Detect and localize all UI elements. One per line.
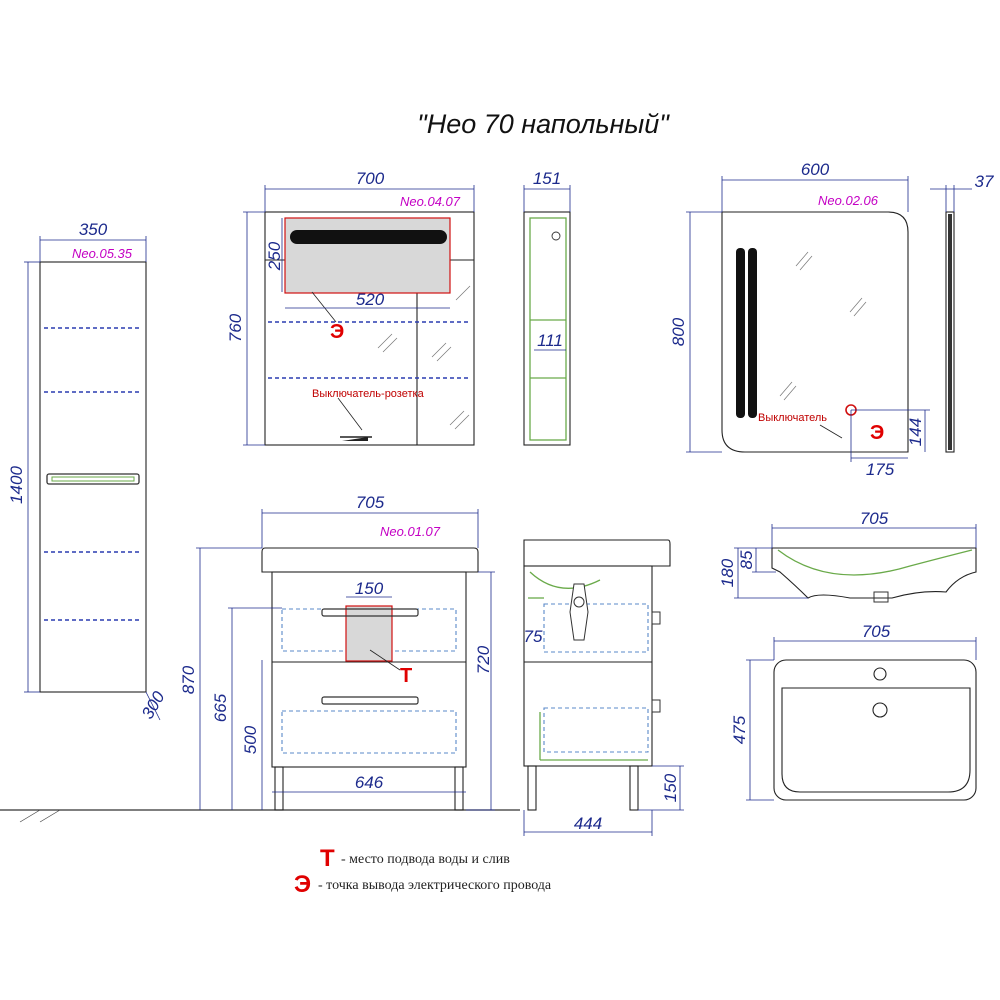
vanity-drawer-handle-2: [321, 696, 419, 705]
tall-cabinet-handle: [46, 473, 140, 485]
mirror-switch-offset-y: 144: [906, 418, 925, 446]
basin-tap-hole-icon: [873, 667, 887, 681]
vanity-drawer-mark-width: 150: [355, 579, 384, 598]
tall-cabinet-depth: 300: [138, 688, 169, 723]
legend-water-mark: Т: [320, 845, 335, 872]
mirror-cabinet-width: 700: [356, 169, 385, 188]
tall-cabinet-code: Neo.05.35: [72, 246, 133, 261]
mirror-cabinet-side: 151 111: [523, 169, 571, 446]
mirror-cabinet-shelf-height: 250: [265, 241, 284, 271]
mirror-electric-mark: Э: [870, 422, 884, 444]
mirror-width: 600: [801, 160, 830, 179]
mirror-cabinet-code: Neo.04.07: [400, 194, 461, 209]
vanity-side-legs: 150: [661, 773, 680, 802]
mirror-cabinet-side-shelf: 111: [537, 331, 563, 350]
mirror-cabinet-side-depth: 151: [533, 169, 561, 188]
drawing-title: "Нео 70 напольный": [417, 109, 670, 139]
vanity-side: 75 150 444: [523, 539, 684, 836]
mirror-light-1: [736, 248, 745, 418]
basin-top-width: 705: [862, 622, 891, 641]
vanity-drawer-handle-1: [321, 608, 419, 617]
mirror-code: Neo.02.06: [818, 193, 879, 208]
legend-electric-text: - точка вывода электрического провода: [318, 878, 552, 893]
legend: Т - место подвода воды и слив Э - точка …: [294, 845, 552, 898]
mirror-front: Выключатель Э 600 Neo.02.06 800 144 175: [669, 160, 930, 479]
basin-side: 705 180 85: [718, 509, 977, 603]
mirror-cabinet-height: 760: [226, 313, 245, 342]
legend-electric-mark: Э: [294, 871, 311, 898]
vanity-side-siphon: 75: [524, 627, 543, 646]
vanity-height-body: 720: [474, 645, 493, 674]
vanity-front: Т 705 Neo.01.07 150 870 665 500 720 646: [179, 493, 495, 811]
mirror-cabinet-socket-label: Выключатель-розетка: [312, 388, 425, 400]
tall-cabinet-height: 1400: [7, 466, 26, 504]
vanity-width: 705: [356, 493, 385, 512]
mirror-height: 800: [669, 317, 688, 346]
vanity-side-depth: 444: [574, 814, 602, 833]
tall-cabinet-width: 350: [79, 220, 108, 239]
vanity-water-mark: Т: [400, 665, 412, 687]
vanity-level-665: 665: [211, 693, 230, 722]
mirror-side: 37: [930, 172, 994, 453]
basin-top-depth: 475: [730, 715, 749, 744]
basin-side-height-total: 180: [718, 558, 737, 587]
mirror-side-depth: 37: [975, 172, 994, 191]
mirror-switch-offset-x: 175: [866, 460, 895, 479]
mirror-light-2: [748, 248, 757, 418]
vanity-height-total: 870: [179, 665, 198, 694]
mirror-cabinet-light-width: 520: [356, 290, 385, 309]
mirror-cabinet-light: [290, 230, 447, 244]
mirror-switch-label: Выключатель: [758, 412, 827, 424]
mirror-cabinet-front: Э Выключатель-розетка 700 Neo.04.07 760 …: [226, 169, 475, 446]
floor-hatch: [19, 809, 61, 823]
vanity-code: Neo.01.07: [380, 524, 441, 539]
basin-drain-icon: [872, 702, 888, 718]
basin-top: 705 475: [730, 622, 977, 801]
basin-side-width: 705: [860, 509, 889, 528]
vanity-inner-width: 646: [355, 773, 384, 792]
legend-water-text: - место подвода воды и слив: [341, 852, 510, 867]
basin-side-height-bowl: 85: [737, 550, 756, 569]
tall-cabinet: 350 Neo.05.35 1400 300: [7, 220, 169, 722]
mirror-cabinet-electric-mark: Э: [330, 321, 344, 343]
vanity-level-500: 500: [241, 725, 260, 754]
